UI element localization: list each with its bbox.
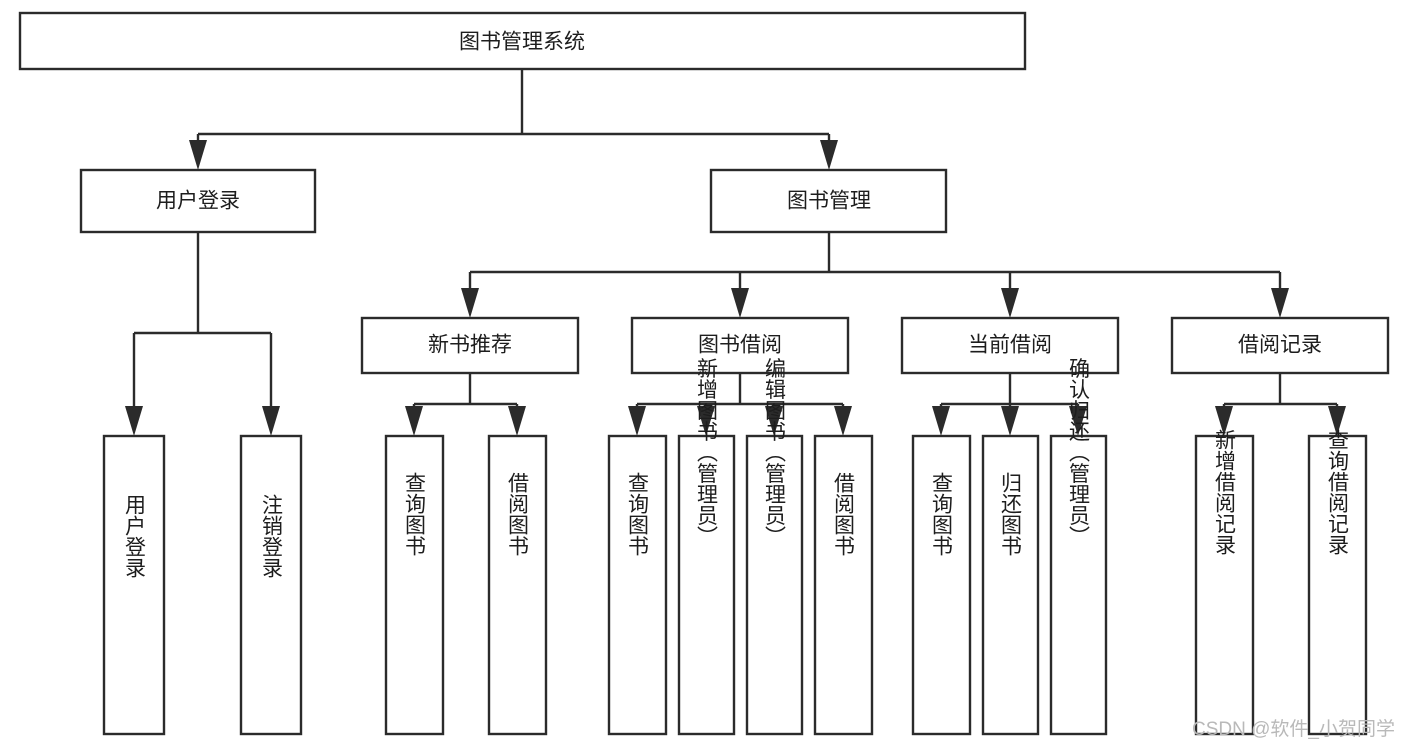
arrow-head-leaf-add-record bbox=[1215, 406, 1233, 436]
node-root-box[interactable] bbox=[18, 11, 1027, 71]
node-leaf-user-login[interactable]: 用户登录 bbox=[102, 434, 166, 736]
node-book-borrow-box[interactable] bbox=[630, 316, 850, 375]
node-leaf-borrow-book-2-box[interactable] bbox=[813, 434, 874, 736]
connector-layer bbox=[125, 69, 1346, 436]
node-leaf-confirm-return-box[interactable] bbox=[1049, 434, 1108, 736]
node-leaf-borrow-book-1-box[interactable] bbox=[487, 434, 548, 736]
arrow-head-leaf-query-book-1 bbox=[405, 406, 423, 436]
node-leaf-borrow-book-1-label: 借阅图书 bbox=[506, 472, 530, 556]
node-leaf-logout-login-box[interactable] bbox=[239, 434, 303, 736]
node-book-borrow[interactable]: 图书借阅 bbox=[630, 316, 850, 375]
node-leaf-logout-login-label: 注销登录 bbox=[260, 494, 284, 578]
arrow-head-current-borrow bbox=[1001, 288, 1019, 318]
arrow-head-leaf-query-book-3 bbox=[932, 406, 950, 436]
arrow-head-leaf-borrow-book-2 bbox=[834, 406, 852, 436]
arrow-head-leaf-confirm-return bbox=[1069, 406, 1087, 436]
arrow-head-book-management bbox=[820, 140, 838, 170]
arrow-head-leaf-edit-book bbox=[765, 406, 783, 436]
arrow-head-leaf-borrow-book-1 bbox=[508, 406, 526, 436]
node-root-label: 图书管理系统 bbox=[459, 31, 585, 54]
node-user-login-label: 用户登录 bbox=[156, 190, 240, 213]
node-leaf-query-book-2[interactable]: 查询图书 bbox=[607, 434, 668, 736]
node-current-borrow-label: 当前借阅 bbox=[968, 334, 1052, 357]
node-leaf-query-book-1-box[interactable] bbox=[384, 434, 445, 736]
arrow-head-leaf-query-book-2 bbox=[628, 406, 646, 436]
arrow-head-book-borrow bbox=[731, 288, 749, 318]
node-leaf-query-book-3[interactable]: 查询图书 bbox=[911, 434, 972, 736]
arrow-head-leaf-return-book bbox=[1001, 406, 1019, 436]
node-new-book-recommend-box[interactable] bbox=[360, 316, 580, 375]
node-book-management-label: 图书管理 bbox=[787, 190, 871, 213]
node-leaf-query-book-3-label: 查询图书 bbox=[930, 472, 954, 556]
node-leaf-add-book[interactable]: 新增图书（管理员） bbox=[677, 358, 736, 736]
csdn-watermark: CSDN @软件_小贺同学 bbox=[1192, 718, 1395, 740]
node-leaf-query-book-2-box[interactable] bbox=[607, 434, 668, 736]
node-leaf-query-record-box[interactable] bbox=[1307, 434, 1368, 736]
node-book-management-box[interactable] bbox=[709, 168, 948, 234]
node-leaf-query-book-3-box[interactable] bbox=[911, 434, 972, 736]
node-leaf-borrow-book-2[interactable]: 借阅图书 bbox=[813, 434, 874, 736]
node-leaf-edit-book-label: 编辑图书（管理员） bbox=[763, 358, 787, 547]
arrow-head-leaf-user-login bbox=[125, 406, 143, 436]
arrow-head-leaf-add-book bbox=[697, 406, 715, 436]
node-leaf-return-book[interactable]: 归还图书 bbox=[981, 434, 1040, 736]
node-leaf-query-record[interactable]: 查询借阅记录 bbox=[1307, 429, 1368, 736]
node-leaf-borrow-book-2-label: 借阅图书 bbox=[832, 472, 856, 556]
node-leaf-confirm-return[interactable]: 确认归还（管理员） bbox=[1049, 358, 1108, 736]
node-book-borrow-label: 图书借阅 bbox=[698, 334, 782, 357]
node-leaf-add-record-box[interactable] bbox=[1194, 434, 1255, 736]
node-new-book-recommend-label: 新书推荐 bbox=[428, 334, 512, 357]
arrow-head-user-login bbox=[189, 140, 207, 170]
node-leaf-user-login-box[interactable] bbox=[102, 434, 166, 736]
node-leaf-edit-book[interactable]: 编辑图书（管理员） bbox=[745, 358, 804, 736]
node-leaf-add-book-label: 新增图书（管理员） bbox=[695, 358, 719, 547]
arrow-head-new-book-recommend bbox=[461, 288, 479, 318]
node-leaf-borrow-book-1[interactable]: 借阅图书 bbox=[487, 434, 548, 736]
node-leaf-user-login-label: 用户登录 bbox=[123, 494, 147, 578]
node-leaf-return-book-label: 归还图书 bbox=[999, 472, 1023, 556]
node-leaf-return-book-box[interactable] bbox=[981, 434, 1040, 736]
node-book-management[interactable]: 图书管理 bbox=[709, 168, 948, 234]
node-leaf-query-book-2-label: 查询图书 bbox=[626, 472, 650, 556]
node-leaf-query-record-label: 查询借阅记录 bbox=[1326, 429, 1350, 555]
node-new-book-recommend[interactable]: 新书推荐 bbox=[360, 316, 580, 375]
node-leaf-query-book-1[interactable]: 查询图书 bbox=[384, 434, 445, 736]
node-borrow-record-box[interactable] bbox=[1170, 316, 1390, 375]
arrow-head-borrow-record bbox=[1271, 288, 1289, 318]
node-leaf-add-record[interactable]: 新增借阅记录 bbox=[1194, 429, 1255, 736]
node-borrow-record[interactable]: 借阅记录 bbox=[1170, 316, 1390, 375]
node-leaf-add-book-box[interactable] bbox=[677, 434, 736, 736]
node-leaf-confirm-return-label: 确认归还（管理员） bbox=[1067, 358, 1091, 547]
node-root[interactable]: 图书管理系统 bbox=[18, 11, 1027, 71]
node-borrow-record-label: 借阅记录 bbox=[1238, 334, 1322, 357]
node-leaf-query-book-1-label: 查询图书 bbox=[403, 472, 427, 556]
arrow-head-leaf-logout-login bbox=[262, 406, 280, 436]
node-user-login[interactable]: 用户登录 bbox=[79, 168, 317, 234]
node-leaf-logout-login[interactable]: 注销登录 bbox=[239, 434, 303, 736]
node-leaf-edit-book-box[interactable] bbox=[745, 434, 804, 736]
node-current-borrow[interactable]: 当前借阅 bbox=[900, 316, 1120, 375]
node-user-login-box[interactable] bbox=[79, 168, 317, 234]
node-current-borrow-box[interactable] bbox=[900, 316, 1120, 375]
node-leaf-add-record-label: 新增借阅记录 bbox=[1213, 429, 1237, 555]
arrow-head-leaf-query-record bbox=[1328, 406, 1346, 436]
